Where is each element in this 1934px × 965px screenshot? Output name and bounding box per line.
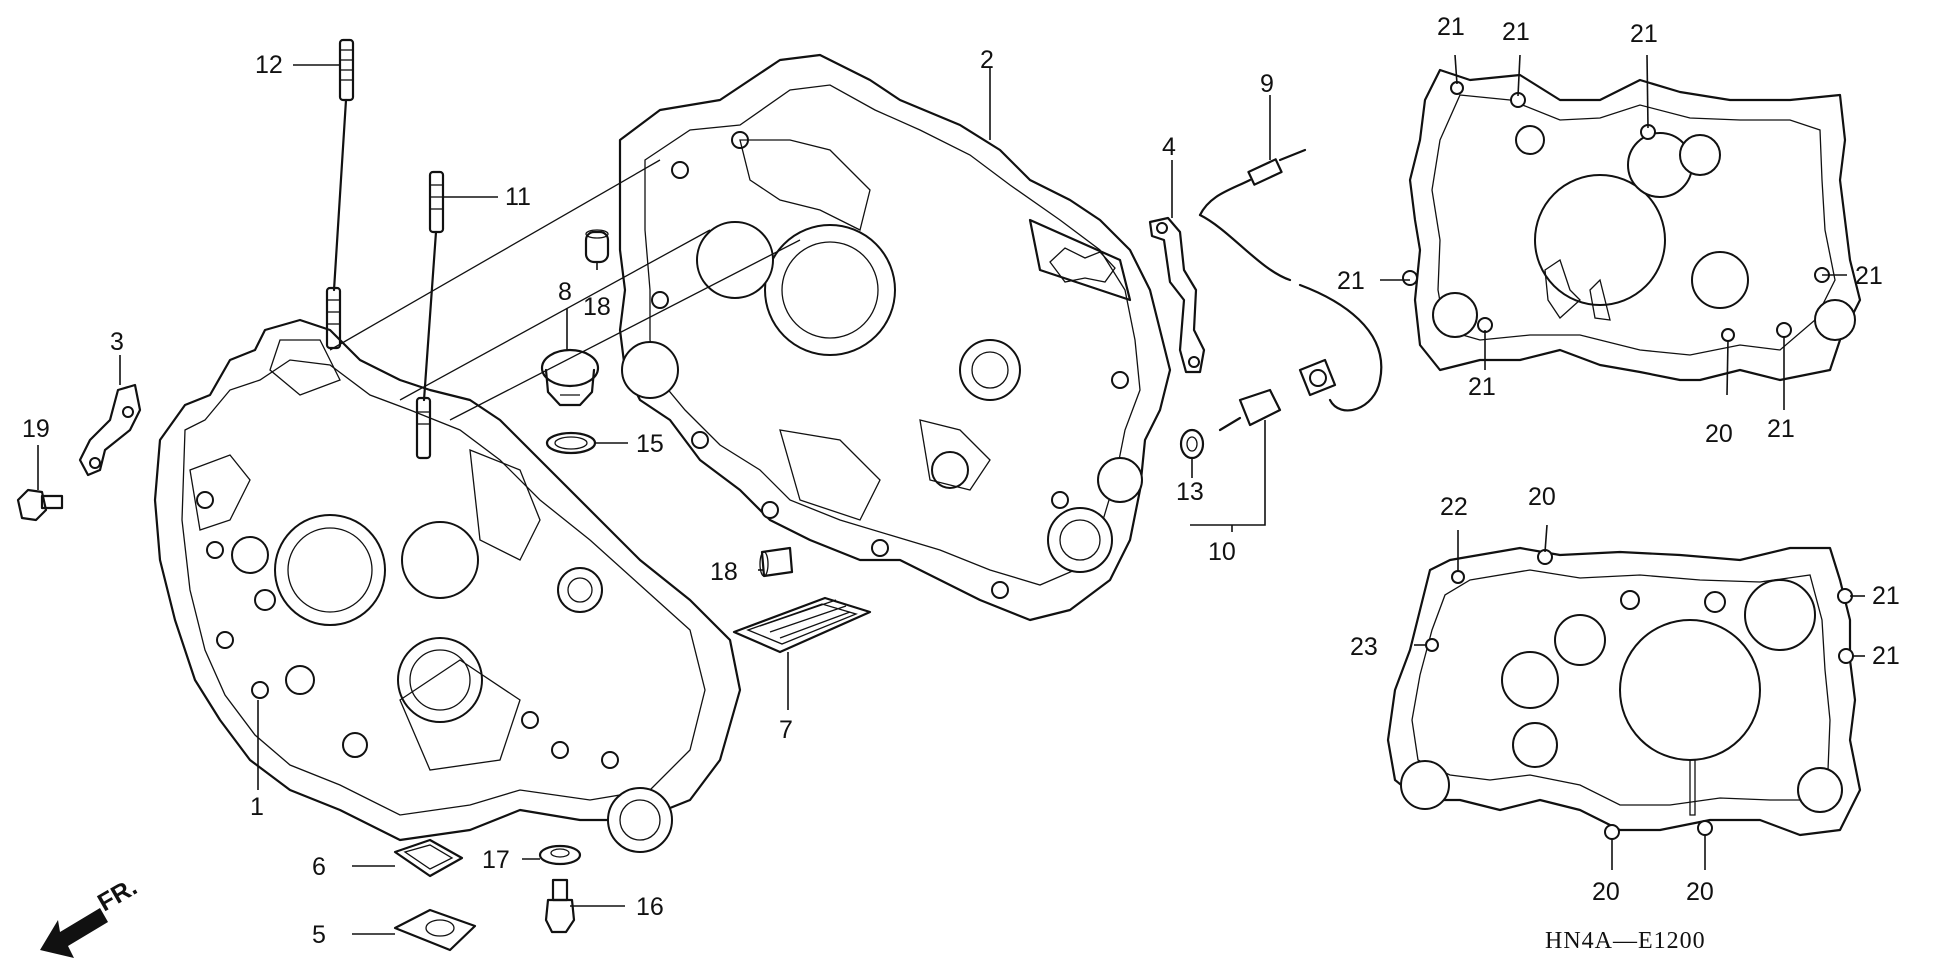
callout-21-top-a: 21 [1437,13,1465,41]
callout-21-g1: 21 [1872,582,1900,610]
alignment-lines [329,159,801,421]
cover-5 [393,908,477,952]
callout-13: 13 [1176,478,1204,506]
drain-bolt-16 [544,878,576,934]
callout-18-bottom: 18 [710,558,738,586]
callout-18-top: 18 [583,293,611,321]
callout-19: 19 [22,415,50,443]
callout-20-b1: 20 [1592,878,1620,906]
strainer-6 [393,838,464,878]
dowel-pin-18-top [584,229,610,264]
callout-21-left: 21 [1337,267,1365,295]
callout-20-upper: 20 [1705,420,1733,448]
right-crankcase [618,53,1172,622]
washer-13 [1179,428,1205,460]
callout-21-top-c: 21 [1630,20,1658,48]
left-crankcase [153,318,742,853]
callout-21-lower-right: 21 [1767,415,1795,443]
callout-21-g2: 21 [1872,642,1900,670]
oil-strainer-7 [732,596,872,654]
callout-20-top: 20 [1528,483,1556,511]
callout-21-right: 21 [1855,262,1883,290]
leader-lines [37,54,1865,935]
callout-10: 10 [1208,538,1236,566]
diagram-code: HN4A—E1200 [1545,928,1706,954]
dowel-pin-18-bottom [759,546,794,578]
gasket-upper [1402,68,1862,382]
bracket-3 [78,383,142,477]
callout-20-b2: 20 [1686,878,1714,906]
callout-21-top-b: 21 [1502,18,1530,46]
callout-7: 7 [779,716,793,744]
bracket-4 [1148,216,1206,374]
callout-11: 11 [505,183,531,211]
o-ring-15 [545,431,597,455]
callout-16: 16 [636,893,664,921]
gasket-lower [1386,546,1862,840]
callout-12: 12 [255,51,283,79]
callout-23: 23 [1350,633,1378,661]
callout-22: 22 [1440,493,1468,521]
callout-5: 5 [312,921,326,949]
neutral-switch-10 [1218,358,1337,432]
callout-1: 1 [250,793,264,821]
callout-21-mid: 21 [1468,373,1496,401]
front-direction-arrow: FR. [40,873,142,958]
bolt-19 [16,488,64,522]
stud-bolt-11 [415,170,445,460]
oil-filler-cap-8 [540,348,600,407]
cable-9 [1198,148,1383,412]
callout-15: 15 [636,430,664,458]
callout-3: 3 [110,328,124,356]
callout-9: 9 [1260,70,1274,98]
callout-17: 17 [482,846,510,874]
washer-17 [538,844,582,866]
callout-4: 4 [1162,133,1176,161]
callout-labels: 12 11 3 19 1 2 4 9 8 18 15 18 7 6 5 17 1… [22,13,1900,949]
callout-8: 8 [558,278,572,306]
stud-bolt-12 [325,38,355,350]
callout-6: 6 [312,853,326,881]
callout-2: 2 [980,46,994,74]
